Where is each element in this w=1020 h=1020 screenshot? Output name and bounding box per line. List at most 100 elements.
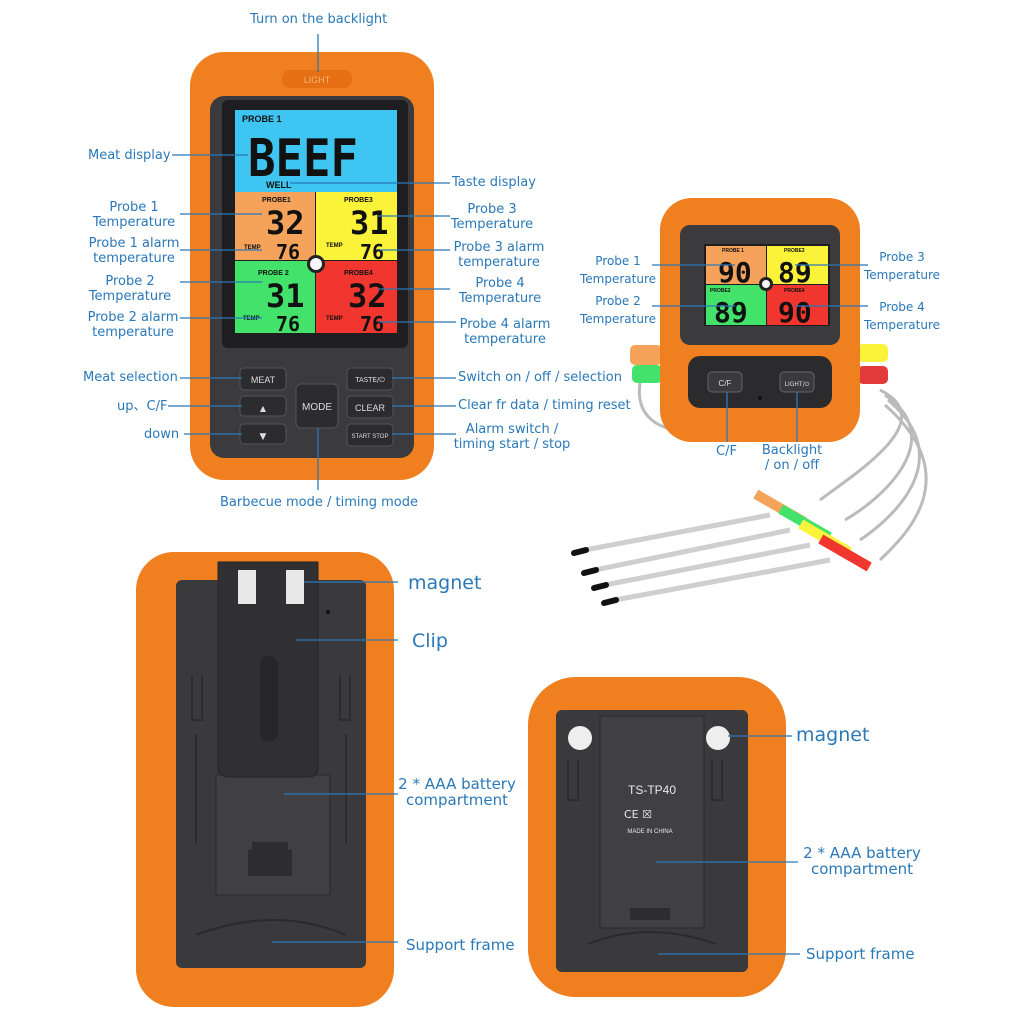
small-leader-lines: [652, 264, 868, 442]
label-back-right-magnet: magnet: [796, 724, 870, 746]
label-small-probe2-line2: Temperature: [580, 312, 657, 326]
meat-button[interactable]: [239, 367, 287, 391]
back-left-leader-lines: [272, 581, 398, 943]
label-small-probe2: Probe 2 Temperature: [580, 292, 656, 328]
label-small-probe3-line1: Probe 3: [879, 250, 925, 264]
quad4-set-label: TEMP: [326, 316, 343, 322]
quad1-temp: 32: [266, 204, 305, 242]
label-turn-on-backlight: Turn on the backlight: [250, 12, 388, 27]
label-small-probe3-line2: Temperature: [864, 268, 941, 282]
label-barbecue-mode: Barbecue mode / timing mode: [220, 495, 418, 510]
label-back-left-battery-line2: compartment: [405, 791, 509, 809]
label-probe1-temp: Probe 1 Temperature: [88, 200, 180, 230]
light-button[interactable]: [282, 70, 352, 88]
label-alarm-switch-line1: Alarm switch /: [465, 422, 559, 437]
label-back-right-battery: 2 * AAA battery compartment: [800, 845, 924, 877]
label-back-left-battery: 2 * AAA battery compartment: [398, 776, 516, 808]
label-probe1-temp-line1: Probe 1: [109, 200, 159, 215]
mode-button-label: MODE: [302, 402, 332, 413]
quad2-label: PROBE 2: [258, 270, 289, 277]
small-quad1-temp: 90: [718, 256, 752, 289]
meat-button-label: MEAT: [251, 375, 276, 385]
quad1-set: 76: [276, 240, 300, 264]
small-cf-button-label: C/F: [719, 379, 732, 388]
label-probe2-temp-line2: Temperature: [88, 289, 172, 304]
label-probe3-alarm-line2: temperature: [458, 255, 540, 270]
back-left-device: [136, 552, 394, 1007]
label-probe4-temp-line2: Temperature: [458, 291, 542, 306]
label-small-backlight: Backlight / on / off: [756, 443, 828, 473]
start-stop-button[interactable]: [346, 423, 394, 447]
label-probe4-alarm-line1: Probe 4 alarm: [459, 317, 551, 332]
small-device: PROBE 1 90 PROBE3 89 PROBE2 89 PROBE4 90…: [571, 198, 928, 606]
label-back-left-support: Support frame: [406, 936, 515, 954]
back-right-leader-lines: [656, 735, 800, 955]
start-stop-button-label: START STOP: [352, 434, 389, 440]
small-quad2-label: PROBE2: [710, 288, 731, 294]
label-probe2-temp: Probe 2 Temperature: [84, 274, 176, 304]
light-button-label: LIGHT: [304, 75, 331, 85]
label-small-probe3: Probe 3 Temperature: [864, 248, 940, 284]
label-taste-display: Taste display: [452, 175, 536, 190]
label-probe2-alarm-line2: temperature: [92, 325, 174, 340]
quad3-temp: 31: [350, 204, 389, 242]
made-in-label: MADE IN CHINA: [627, 829, 672, 835]
label-small-probe4: Probe 4 Temperature: [864, 298, 940, 334]
small-quad-2: [706, 285, 766, 325]
label-back-left-battery-line1: 2 * AAA battery: [398, 775, 516, 793]
quad4-set: 76: [360, 312, 384, 336]
small-quad-4: [767, 285, 828, 325]
quad2-set-label: TEMP: [243, 316, 260, 322]
label-small-probe2-line1: Probe 2: [595, 294, 641, 308]
lcd-quad-3: [316, 192, 397, 260]
label-probe3-temp: Probe 3 Temperature: [446, 202, 538, 232]
label-meat-selection: Meat selection: [83, 370, 178, 385]
label-probe3-temp-line2: Temperature: [450, 217, 534, 232]
clear-button-label: CLEAR: [355, 403, 386, 413]
label-alarm-switch: Alarm switch / timing start / stop: [452, 422, 572, 452]
up-button-label: ▲: [260, 404, 267, 413]
back-right-device: TS-TP40 CE ☒ MADE IN CHINA: [528, 677, 786, 997]
label-meat-display: Meat display: [88, 148, 171, 163]
label-small-probe4-line1: Probe 4: [879, 300, 925, 314]
mode-button[interactable]: [295, 383, 339, 429]
label-clear-data: Clear fr data / timing reset: [458, 398, 631, 413]
label-probe2-alarm-line1: Probe 2 alarm: [87, 310, 179, 325]
small-light-button-label: LIGHT/⏻: [785, 381, 810, 388]
down-button-label: ▼: [260, 432, 267, 442]
label-probe3-alarm: Probe 3 alarm temperature: [448, 240, 550, 270]
small-quad3-label: PROBE3: [784, 248, 805, 254]
label-small-backlight-line2: / on / off: [764, 458, 820, 473]
small-quad3-temp: 89: [778, 256, 812, 289]
lcd-quad-1: [235, 192, 315, 260]
taste-button[interactable]: [346, 367, 394, 391]
lcd-probe-header: PROBE 1: [242, 114, 282, 124]
label-back-right-support: Support frame: [806, 945, 915, 963]
taste-button-label: TASTE/⏻: [354, 376, 385, 384]
label-small-cf: C/F: [716, 444, 737, 459]
label-back-right-battery-line2: compartment: [810, 860, 914, 878]
quad2-temp: 31: [266, 277, 305, 315]
quad2-set: 76: [276, 312, 300, 336]
lcd-quad-4: [316, 261, 397, 333]
label-probe2-alarm: Probe 2 alarm temperature: [80, 310, 186, 340]
label-small-backlight-line1: Backlight: [761, 443, 823, 458]
small-quad4-label: PROBE4: [784, 288, 805, 294]
label-probe4-alarm-line2: temperature: [464, 332, 546, 347]
lcd-taste: WELL: [266, 180, 292, 190]
quad3-set-label: TEMP: [326, 243, 343, 249]
main-leader-lines: [168, 34, 456, 490]
clear-button[interactable]: [346, 395, 394, 419]
small-cf-button[interactable]: [707, 371, 743, 393]
lcd-meat-name: BEEF: [248, 129, 358, 189]
label-probe4-alarm: Probe 4 alarm temperature: [456, 317, 554, 347]
label-probe3-alarm-line1: Probe 3 alarm: [453, 240, 545, 255]
label-down: down: [144, 427, 180, 442]
label-probe4-temp-line1: Probe 4: [475, 276, 525, 291]
label-small-probe1-line1: Probe 1: [595, 254, 641, 268]
quad4-label: PROBE4: [344, 270, 373, 277]
label-probe1-alarm: Probe 1 alarm temperature: [80, 236, 188, 266]
lcd-top-area: [235, 110, 397, 192]
label-probe2-temp-line1: Probe 2: [105, 274, 155, 289]
